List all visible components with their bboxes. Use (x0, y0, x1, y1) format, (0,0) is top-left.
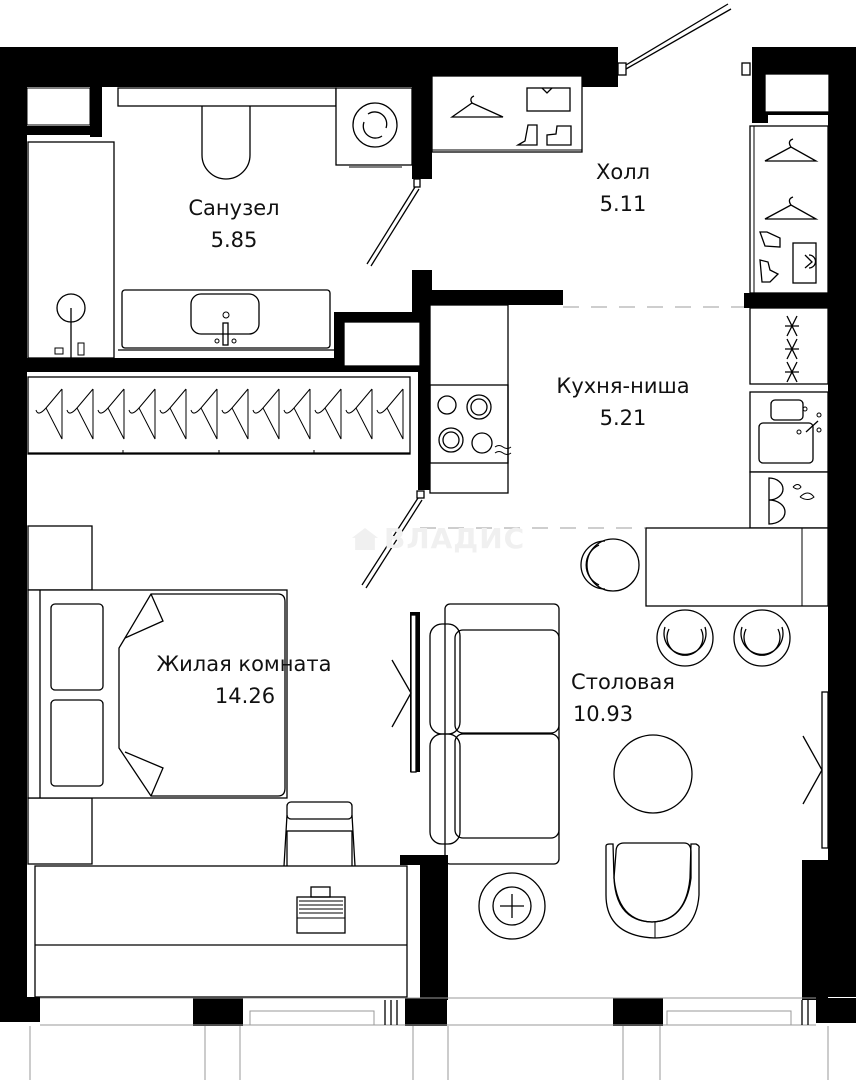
bar-counter (645, 527, 829, 607)
watermark: ВЛАДИС (352, 522, 525, 555)
desk (34, 865, 408, 998)
bathroom-door[interactable] (366, 178, 421, 267)
nightstand (27, 797, 93, 865)
hangers (35, 388, 404, 440)
room-area: 5.21 (599, 406, 647, 430)
dishwasher (749, 471, 829, 529)
entrance-door[interactable] (617, 3, 751, 76)
bottom-facade (29, 997, 829, 1080)
washing-machine (335, 87, 413, 166)
bar-stool (656, 609, 714, 667)
room-label-dining: Столовая 10.93 (571, 666, 675, 730)
room-name: Жилая комната (156, 652, 332, 676)
bathroom (26, 87, 421, 367)
room-name: Столовая (571, 670, 675, 694)
kitchen (361, 304, 829, 667)
kitchen-sink (749, 391, 829, 473)
room-label-hall: Холл 5.11 (596, 156, 650, 220)
toilet (201, 106, 251, 180)
living-room (27, 376, 417, 998)
living-room-door[interactable] (361, 490, 425, 589)
room-area: 5.11 (599, 192, 647, 216)
laptop (296, 886, 346, 934)
room-name: Кухня-ниша (556, 374, 690, 398)
bed (27, 589, 288, 799)
nightstand (27, 525, 93, 591)
floor-lamp (478, 872, 546, 940)
sink-vanity (121, 289, 331, 349)
wardrobe-living (27, 376, 411, 455)
sofa (429, 603, 560, 865)
fridge (785, 315, 799, 383)
room-name: Санузел (188, 196, 280, 220)
house-logo-icon (352, 528, 378, 550)
room-area: 14.26 (214, 684, 276, 708)
dining (429, 603, 829, 940)
hall (431, 3, 830, 308)
office-chair (283, 801, 356, 868)
armchair (605, 842, 700, 939)
walls (0, 47, 856, 1026)
bar-stool (733, 609, 791, 667)
room-name: Холл (595, 160, 651, 184)
room-label-bathroom: Санузел 5.85 (188, 192, 279, 256)
room-area: 5.85 (210, 228, 258, 252)
hob (429, 384, 509, 464)
room-label-living: Жилая комната 14.26 (157, 648, 332, 712)
bar-stool (580, 538, 640, 592)
room-area: 10.93 (572, 702, 634, 726)
room-label-kitchen: Кухня-ниша 5.21 (556, 370, 689, 434)
dining-table (613, 734, 693, 814)
